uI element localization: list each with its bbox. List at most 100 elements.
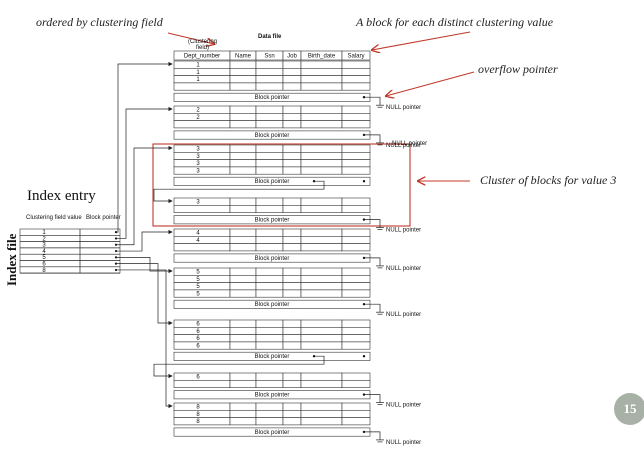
data-cell bbox=[229, 105, 257, 114]
data-cell bbox=[255, 205, 284, 213]
data-cell bbox=[341, 334, 371, 343]
data-cell bbox=[229, 205, 257, 213]
data-cell bbox=[255, 243, 284, 252]
index-value: 3 bbox=[42, 243, 46, 249]
data-cell bbox=[341, 379, 371, 388]
data-cell bbox=[300, 152, 343, 160]
dept-value: 5 bbox=[196, 270, 200, 276]
data-cell bbox=[173, 144, 231, 153]
data-cell bbox=[282, 417, 302, 426]
overflow-arrow bbox=[386, 71, 475, 96]
data-cell bbox=[282, 60, 302, 69]
data-cell bbox=[300, 120, 343, 129]
dept-value: 3 bbox=[196, 147, 200, 153]
data-cell bbox=[173, 120, 231, 129]
data-cell bbox=[173, 334, 231, 343]
null-link bbox=[364, 96, 381, 106]
data-cell bbox=[255, 197, 284, 206]
column-header: Dept_number bbox=[184, 54, 220, 60]
data-cell bbox=[173, 267, 231, 276]
data-cell bbox=[229, 282, 257, 291]
data-cell bbox=[255, 282, 284, 291]
column-header: Salary bbox=[347, 54, 364, 60]
index-link bbox=[116, 263, 173, 326]
data-file-title: Data file bbox=[258, 34, 282, 40]
data-cell bbox=[255, 166, 284, 175]
data-cell bbox=[300, 372, 343, 381]
data-cell bbox=[300, 113, 343, 121]
data-cell bbox=[229, 267, 257, 276]
data-cell bbox=[282, 334, 302, 343]
index-value: 5 bbox=[42, 255, 46, 261]
data-cell bbox=[282, 197, 302, 206]
data-cell bbox=[300, 274, 343, 283]
data-cell bbox=[300, 82, 343, 91]
index-link bbox=[116, 145, 173, 246]
pointer-dot bbox=[312, 355, 316, 358]
data-cell bbox=[282, 205, 302, 213]
data-cell bbox=[173, 105, 231, 114]
data-cell bbox=[341, 236, 371, 244]
block-pointer-label: Block pointer bbox=[255, 430, 290, 436]
null-pointer-label: NULL pointer bbox=[386, 105, 421, 111]
data-cell bbox=[229, 409, 257, 418]
data-cell bbox=[341, 267, 371, 276]
data-cell bbox=[173, 402, 231, 411]
index-value: 4 bbox=[42, 249, 46, 255]
data-cell bbox=[341, 228, 371, 237]
data-cell bbox=[300, 319, 343, 328]
data-cell bbox=[255, 75, 284, 84]
dept-value: 6 bbox=[196, 336, 200, 342]
data-cell bbox=[341, 205, 371, 213]
data-cell bbox=[282, 243, 302, 252]
index-value: 2 bbox=[42, 236, 46, 242]
data-cell bbox=[282, 68, 302, 76]
data-cell bbox=[173, 82, 231, 91]
column-header-cell bbox=[341, 50, 371, 61]
data-cell bbox=[282, 166, 302, 175]
data-cell bbox=[300, 144, 343, 153]
data-cell bbox=[341, 402, 371, 411]
data-cell bbox=[173, 60, 231, 69]
data-cell bbox=[282, 282, 302, 291]
data-cell bbox=[341, 409, 371, 418]
data-cell bbox=[341, 120, 371, 129]
dept-value: 6 bbox=[196, 322, 200, 328]
data-cell bbox=[282, 152, 302, 160]
data-cell bbox=[300, 326, 343, 335]
annotation-overflow: overflow pointer bbox=[478, 62, 558, 76]
data-cell bbox=[173, 409, 231, 418]
data-cell bbox=[173, 166, 231, 175]
data-cell bbox=[341, 159, 371, 168]
column-header: Name bbox=[235, 54, 252, 60]
data-cell bbox=[282, 113, 302, 121]
data-cell bbox=[300, 166, 343, 175]
data-cell bbox=[255, 236, 284, 244]
index-col1-header: Clustering field value bbox=[26, 215, 82, 221]
null-pointer-label: NULL pointer bbox=[386, 403, 421, 409]
data-cell bbox=[173, 417, 231, 426]
data-cell bbox=[341, 243, 371, 252]
data-cell bbox=[341, 82, 371, 91]
data-cell bbox=[255, 319, 284, 328]
data-cell bbox=[173, 319, 231, 328]
dept-value: 2 bbox=[196, 108, 200, 114]
data-cell bbox=[341, 319, 371, 328]
data-cell bbox=[173, 243, 231, 252]
data-cell bbox=[255, 341, 284, 350]
block-pointer-label: Block pointer bbox=[255, 95, 290, 101]
data-cell bbox=[282, 82, 302, 91]
index-link bbox=[116, 61, 173, 233]
pointer-dot bbox=[312, 180, 316, 183]
data-cell bbox=[173, 372, 231, 381]
pointer-dot bbox=[362, 355, 366, 358]
data-cell bbox=[255, 402, 284, 411]
index-link bbox=[116, 269, 173, 409]
data-cell bbox=[255, 60, 284, 69]
page-number-badge: 15 bbox=[614, 393, 644, 425]
index-col2-header: Block pointer bbox=[86, 215, 121, 221]
annotation-ordered: ordered by clustering field bbox=[36, 15, 164, 29]
